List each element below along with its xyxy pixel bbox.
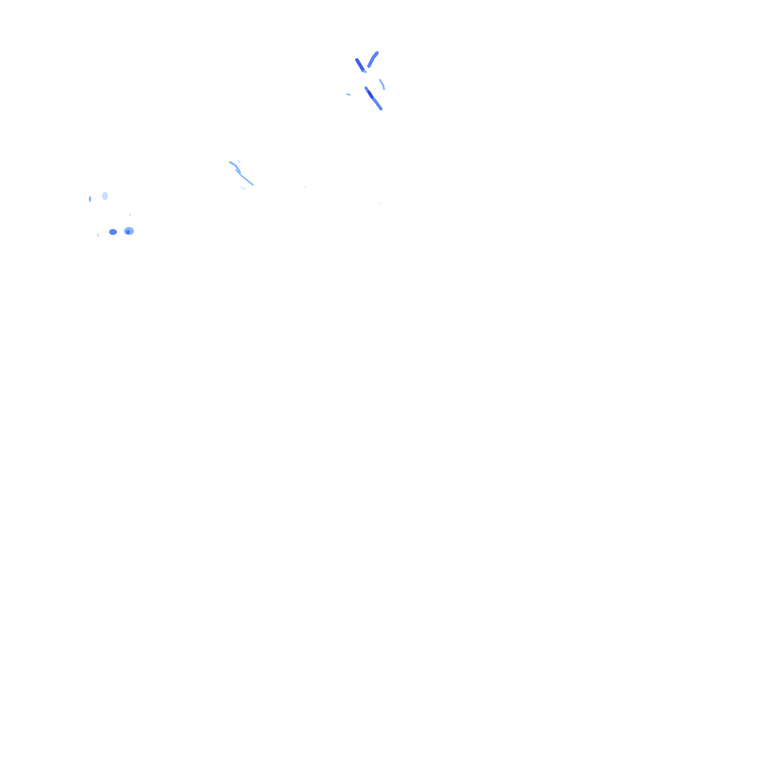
precipitation-echo <box>237 159 241 164</box>
precipitation-echo <box>355 58 365 72</box>
precipitation-echo <box>367 51 379 68</box>
precipitation-echo <box>367 90 374 99</box>
echo-cluster-central-band <box>229 159 381 205</box>
precipitation-echo <box>88 196 92 202</box>
precipitation-echo <box>102 192 108 200</box>
precipitation-echo <box>346 93 351 96</box>
precipitation-echo <box>126 230 130 234</box>
precipitation-echo <box>378 202 381 205</box>
precipitation-echo <box>379 79 385 90</box>
precipitation-echo <box>229 161 241 173</box>
precipitation-echo <box>240 186 246 190</box>
echo-cluster-north-cluster <box>346 51 385 111</box>
precipitation-echo <box>235 169 254 186</box>
precipitation-echo <box>97 233 99 237</box>
precipitation-echo <box>109 229 117 235</box>
precipitation-echo <box>304 186 307 189</box>
precipitation-echo <box>361 70 367 73</box>
precipitation-echo <box>129 213 131 217</box>
echo-cluster-southwest-cluster <box>88 192 134 237</box>
